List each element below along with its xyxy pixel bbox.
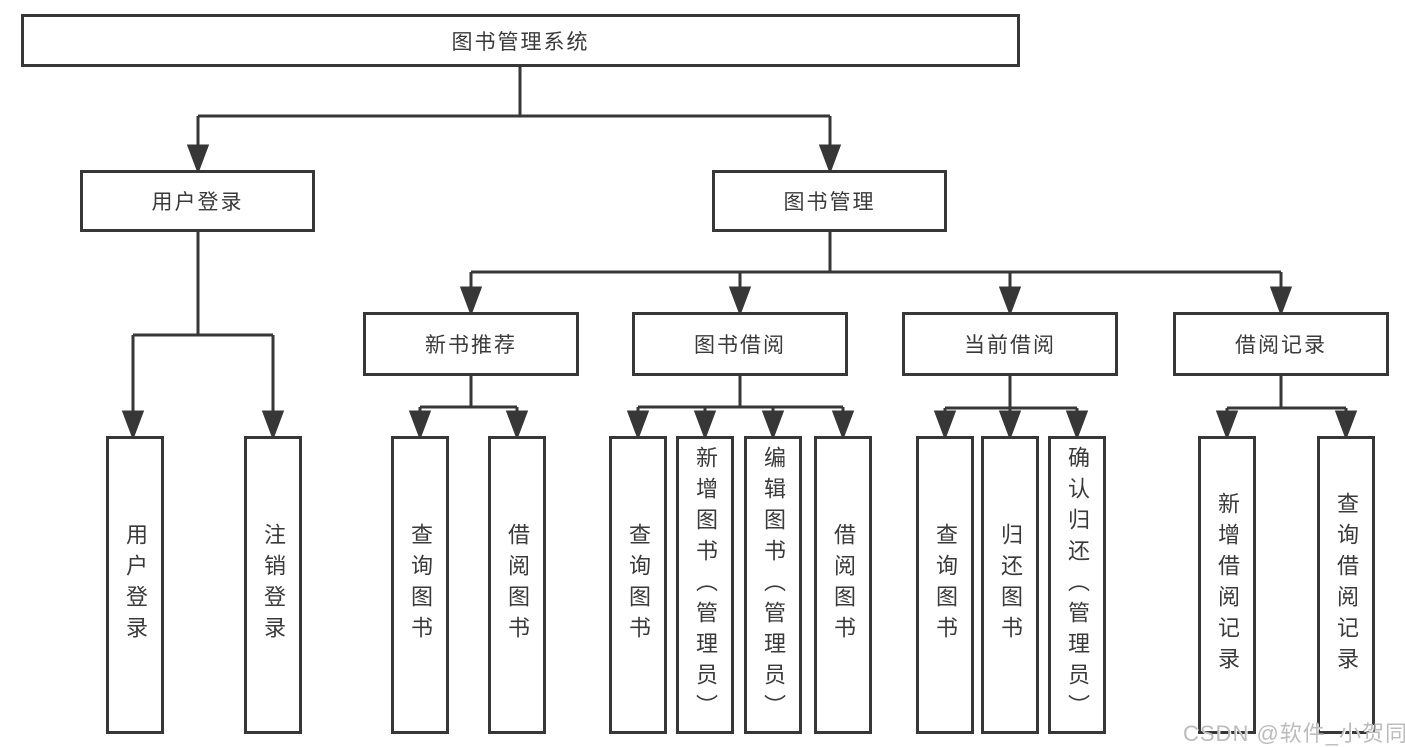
node-label: 注销登录 (261, 523, 286, 647)
leaf-borrow-books: 借阅图书 (814, 436, 872, 734)
leaf-borrow-books: 借阅图书 (488, 436, 546, 734)
arrow-down-icon (694, 410, 716, 438)
arrow-down-icon (460, 286, 482, 314)
arrow-down-icon (627, 410, 649, 438)
node-book-management: 图书管理 (712, 170, 947, 232)
leaf-add-borrow-record: 新增借阅记录 (1198, 436, 1256, 734)
watermark: CSDN @软件_小贺同学 (1183, 721, 1405, 746)
node-label: 借阅记录 (1235, 334, 1327, 357)
node-library-management-system: 图书管理系统 (21, 14, 1020, 67)
leaf-query-books: 查询图书 (916, 436, 974, 734)
leaf-query-books: 查询图书 (391, 436, 449, 734)
node-label: 编辑图书（管理员） (761, 445, 786, 725)
arrow-down-icon (506, 410, 528, 438)
leaf-return-book: 归还图书 (981, 436, 1039, 734)
connector-book-management-to-level3 (460, 232, 1292, 314)
connector-new-book-children (409, 376, 528, 438)
connector-user-login-children (122, 232, 284, 438)
node-label: 图书借阅 (694, 334, 786, 357)
node-current-borrowing: 当前借阅 (902, 312, 1118, 376)
arrow-down-icon (187, 144, 209, 172)
node-label: 查询图书 (408, 523, 433, 647)
node-label: 新书推荐 (425, 334, 517, 357)
arrow-down-icon (409, 410, 431, 438)
node-label: 查询图书 (626, 523, 651, 647)
arrow-down-icon (819, 144, 841, 172)
arrow-down-icon (762, 410, 784, 438)
node-label: 借阅图书 (831, 523, 856, 647)
node-label: 新增借阅记录 (1215, 492, 1240, 678)
node-new-book-recommendation: 新书推荐 (363, 312, 579, 376)
connector-book-borrow-children (627, 376, 854, 438)
node-label: 确认归还（管理员） (1065, 445, 1090, 725)
node-label: 用户登录 (123, 523, 148, 647)
leaf-query-borrow-record: 查询借阅记录 (1317, 436, 1375, 734)
node-label: 用户登录 (151, 191, 244, 214)
node-label: 借阅图书 (505, 523, 530, 647)
arrow-down-icon (1270, 286, 1292, 314)
arrow-down-icon (729, 286, 751, 314)
arrow-down-icon (262, 410, 284, 438)
connector-borrow-records-children (1216, 376, 1357, 438)
node-borrowing-records: 借阅记录 (1173, 312, 1389, 376)
leaf-user-login: 用户登录 (106, 436, 164, 734)
node-label: 归还图书 (998, 523, 1023, 647)
arrow-down-icon (122, 410, 144, 438)
node-label: 图书管理 (783, 191, 876, 214)
leaf-query-books: 查询图书 (609, 436, 667, 734)
node-label: 图书管理系统 (451, 30, 590, 54)
arrow-down-icon (1216, 410, 1238, 438)
node-label: 当前借阅 (964, 334, 1056, 357)
node-label: 查询图书 (933, 523, 958, 647)
leaf-confirm-return-admin: 确认归还（管理员） (1048, 436, 1106, 734)
leaf-logout: 注销登录 (244, 436, 302, 734)
connector-root-to-level2 (187, 67, 841, 172)
arrow-down-icon (999, 286, 1021, 314)
arrow-down-icon (999, 410, 1021, 438)
arrow-down-icon (1066, 410, 1088, 438)
leaf-edit-book-admin: 编辑图书（管理员） (744, 436, 802, 734)
arrow-down-icon (934, 410, 956, 438)
node-label: 查询借阅记录 (1334, 492, 1359, 678)
connector-current-borrow-children (934, 376, 1088, 438)
node-label: 新增图书（管理员） (693, 445, 718, 725)
leaf-add-book-admin: 新增图书（管理员） (676, 436, 734, 734)
node-user-login: 用户登录 (80, 170, 315, 232)
arrow-down-icon (832, 410, 854, 438)
node-book-borrowing: 图书借阅 (632, 312, 848, 376)
arrow-down-icon (1335, 410, 1357, 438)
